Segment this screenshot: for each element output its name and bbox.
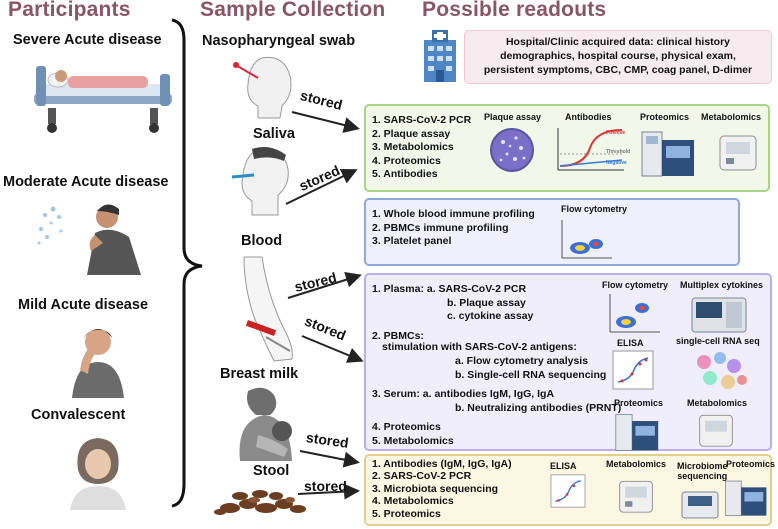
possible-readouts-header: Possible readouts <box>422 0 607 21</box>
figure-label-metabolomics-milk: Metabolomics <box>687 398 748 408</box>
figure-label-elisa-milk: ELISA <box>617 338 644 348</box>
metabolomics-instrument-icon <box>719 135 757 171</box>
stool-readout-list: 1. Antibodies (IgM, IgG, IgA) 2. SARS-Co… <box>372 458 512 520</box>
list-item: 1. Antibodies (IgM, IgG, IgA) <box>372 458 512 470</box>
curve-label-negative: Negative <box>606 160 627 166</box>
list-item: 2. PBMCs: <box>372 329 424 342</box>
list-item: 4. Metabolomics <box>372 495 454 508</box>
metabolomics-instrument-icon <box>619 480 653 513</box>
stool-icon <box>214 490 306 515</box>
figure-label-microbiome-sequencing: Microbiome sequencing <box>677 461 728 481</box>
participants-header: Participants <box>8 0 131 21</box>
participant-convalescent: Convalescent <box>31 407 126 423</box>
figure-label-multiplex-cytokines: Multiplex cytokines <box>680 280 764 290</box>
figure-label-antibodies: Antibodies <box>565 112 612 122</box>
elisa-plot-icon <box>550 474 586 508</box>
saliva-swab-icon <box>231 147 289 216</box>
microbiome-line-2: sequencing <box>677 471 728 481</box>
list-item: stimulation with SARS-CoV-2 antigens: <box>382 341 577 354</box>
swab-saliva-readout-list: 1. SARS-CoV-2 PCR 2. Plaque assay 3. Met… <box>372 114 471 182</box>
sample-breast-milk: Breast milk <box>220 366 299 382</box>
mild-ill-person-icon <box>72 329 124 398</box>
list-item: 3. Platelet panel <box>372 235 452 248</box>
hospital-bed-icon <box>34 66 172 133</box>
convalescent-person-icon <box>70 438 126 510</box>
figure-label-metabolomics-stool: Metabolomics <box>606 459 667 469</box>
list-item: 2. Plaque assay <box>372 127 451 140</box>
hospital-building-icon <box>424 30 456 82</box>
microbiome-line-1: Microbiome <box>677 461 728 471</box>
clinic-line-1: Hospital/Clinic acquired data: clinical … <box>505 36 731 48</box>
proteomics-instrument-icon <box>641 131 694 177</box>
sample-blood: Blood <box>241 233 283 249</box>
microbiome-sequencer-icon <box>681 491 719 519</box>
list-item: 3. Microbiota sequencing <box>372 482 499 495</box>
clinic-data-text: Hospital/Clinic acquired data: clinical … <box>464 35 772 77</box>
list-item: 2. SARS-CoV-2 PCR <box>372 470 472 483</box>
clinic-line-2: demographics, hospital course, physical … <box>500 50 736 62</box>
coughing-person-icon <box>37 204 141 275</box>
list-item: 5. Metabolomics <box>372 434 454 447</box>
list-item: 1. Whole blood immune profiling <box>372 208 535 220</box>
swab-saliva-readouts-box <box>364 104 770 192</box>
breast-milk-readout-list: 1. Plasma: a. SARS-CoV-2 PCR b. Plaque a… <box>372 283 621 449</box>
figure-label-flow-cytometry-milk: Flow cytometry <box>602 280 669 290</box>
blood-readouts-box <box>364 198 740 266</box>
stored-label-stool-2: stored <box>304 478 347 494</box>
flow-cytometry-plot-icon <box>561 220 612 259</box>
participant-severe: Severe Acute disease <box>13 32 162 48</box>
list-item: b. Neutralizing antibodies (PRNT) <box>455 401 622 414</box>
sample-collection-header: Sample Collection <box>200 0 386 21</box>
figure-label-flow-cytometry-blood: Flow cytometry <box>561 204 628 214</box>
list-item: b. Plaque assay <box>447 296 526 309</box>
list-item: b. Single-cell RNA sequencing <box>455 368 607 381</box>
clinic-line-3: persistent symptoms, CBC, CMP, coag pane… <box>483 64 753 76</box>
arm-blood-draw-icon <box>243 256 293 362</box>
list-item: 3. Serum: a. antibodies IgM, IgG, IgA <box>372 388 555 401</box>
list-item: 4. Proteomics <box>372 154 441 167</box>
figure-label-proteomics-milk: Proteomics <box>614 398 664 408</box>
list-item: 4. Proteomics <box>372 421 441 434</box>
list-item: 3. Metabolomics <box>372 141 454 154</box>
sample-nasopharyngeal-swab: Nasopharyngeal swab <box>202 33 356 49</box>
list-item: 5. Antibodies <box>372 168 438 181</box>
list-item: 2. PBMCs immune profiling <box>372 221 509 234</box>
figure-label-proteomics: Proteomics <box>640 112 690 122</box>
clinic-data-box <box>464 30 772 84</box>
list-item: a. Flow cytometry analysis <box>455 354 589 367</box>
antibody-curve-icon <box>557 128 624 171</box>
list-item: 5. Proteomics <box>372 507 441 520</box>
list-item: c. cytokine assay <box>447 310 534 323</box>
list-item: 1. Plasma: a. SARS-CoV-2 PCR <box>372 283 527 295</box>
single-cell-umap-icon <box>697 352 747 389</box>
metabolomics-instrument-icon <box>699 414 733 447</box>
curve-label-positive: Positive <box>606 130 626 136</box>
plaque-dish-icon <box>490 128 534 172</box>
participant-moderate: Moderate Acute disease <box>3 174 169 190</box>
proteomics-instrument-icon <box>725 480 767 517</box>
figure-label-plaque-assay: Plaque assay <box>484 112 542 122</box>
elisa-plot-icon <box>612 350 654 390</box>
participant-mild: Mild Acute disease <box>18 297 149 313</box>
list-item: 1. SARS-CoV-2 PCR <box>372 114 472 126</box>
sample-stool: Stool <box>253 463 290 479</box>
breastfeeding-icon <box>239 387 292 461</box>
curve-label-threshold: Threshold <box>606 149 631 155</box>
figure-label-single-cell-rna-seq: single-cell RNA seq <box>676 336 760 346</box>
flow-cytometry-plot-icon <box>609 294 660 333</box>
figure-label-proteomics-stool: Proteomics <box>726 459 776 469</box>
figure-label-metabolomics: Metabolomics <box>701 112 762 122</box>
blood-readout-list: 1. Whole blood immune profiling 2. PBMCs… <box>372 208 535 249</box>
proteomics-instrument-icon <box>615 414 659 451</box>
sample-saliva: Saliva <box>253 126 295 142</box>
nasal-swab-icon <box>233 56 292 119</box>
figure-label-elisa-stool: ELISA <box>550 461 577 471</box>
multiplex-cytokines-instrument-icon <box>691 297 747 333</box>
